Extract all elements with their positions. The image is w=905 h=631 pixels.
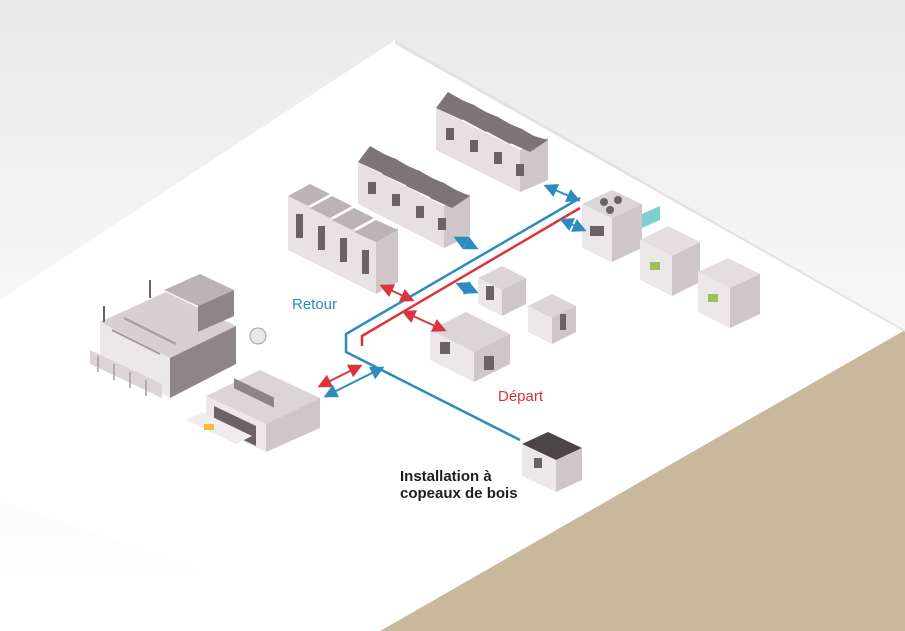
branch-arrows	[317, 184, 587, 398]
terrace-houses-left	[288, 184, 398, 294]
terrace-houses-rear	[436, 92, 548, 192]
double-headed-arrow-icon	[401, 310, 447, 332]
plant-label: Installation à copeaux de bois	[400, 468, 518, 503]
double-headed-arrow-icon	[379, 284, 415, 302]
plant-label-line2: copeaux de bois	[400, 485, 518, 503]
houses-centre	[430, 266, 576, 382]
office-building	[186, 370, 320, 452]
double-headed-arrow-icon	[559, 218, 587, 232]
factory-building	[90, 274, 267, 398]
double-headed-arrow-icon	[455, 281, 479, 295]
double-headed-arrow-icon	[453, 236, 479, 250]
platform-shadow	[395, 40, 905, 332]
supply-line-label: Départ	[498, 388, 544, 405]
wood-chip-plant	[522, 432, 582, 492]
return-line	[344, 196, 581, 442]
plant-label-line1: Installation à	[400, 468, 492, 485]
apartment-block-right	[582, 190, 760, 328]
double-headed-arrow-icon	[323, 366, 385, 398]
return-line-label: Retour	[292, 296, 338, 313]
double-headed-arrow-icon	[543, 184, 581, 202]
supply-line	[360, 206, 581, 346]
terrace-houses-middle	[358, 146, 470, 248]
